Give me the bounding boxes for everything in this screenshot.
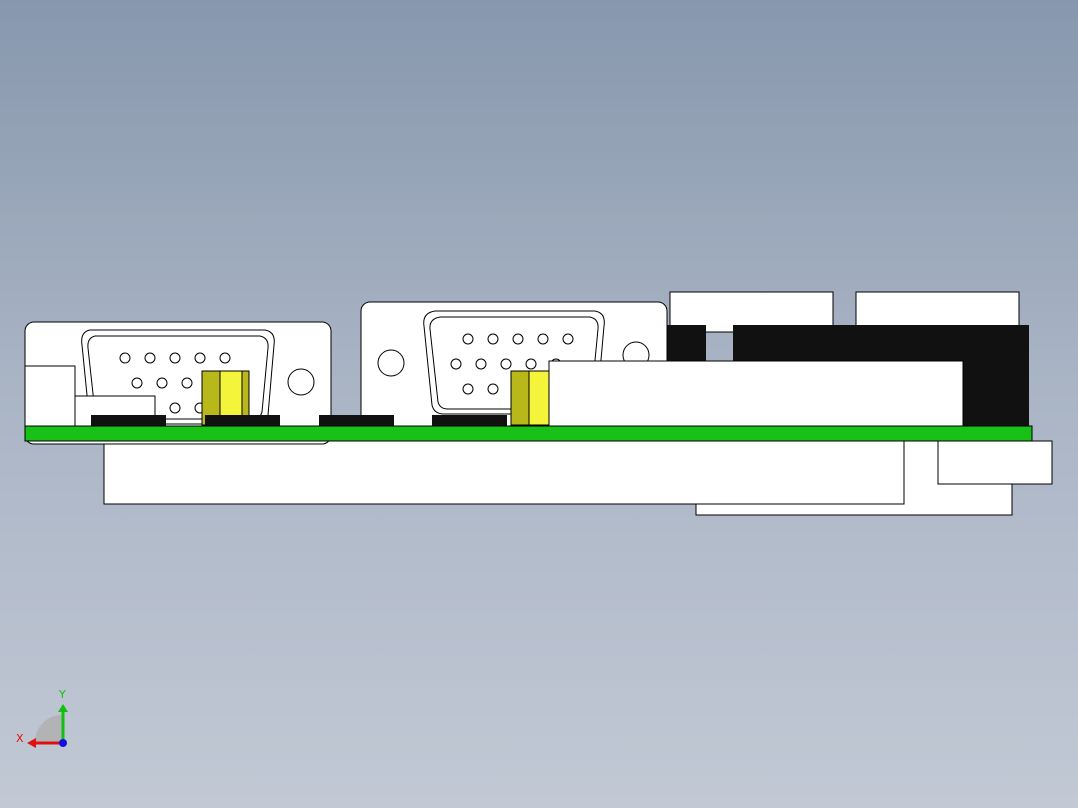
large-block-right[interactable] — [548, 360, 964, 427]
coordinate-triad — [27, 704, 68, 748]
pin-row-1 — [462, 333, 574, 345]
x-axis-label: X — [16, 732, 24, 745]
side-block-left[interactable] — [24, 365, 76, 427]
yellow-component-left[interactable] — [201, 370, 250, 426]
smd-chip-3[interactable] — [319, 415, 394, 426]
y-axis-label: Y — [59, 688, 66, 701]
pin-row-1 — [119, 352, 231, 364]
pin-row-2 — [131, 377, 193, 389]
bottom-block-left[interactable] — [103, 440, 905, 505]
smd-chip-2[interactable] — [205, 415, 280, 426]
bottom-block-small[interactable] — [937, 440, 1053, 485]
smd-chip-1[interactable] — [91, 415, 166, 426]
pcb-board[interactable] — [24, 425, 1033, 442]
yellow-component-right[interactable] — [510, 370, 550, 426]
pin-row-3 — [462, 383, 499, 395]
smd-chip-4[interactable] — [432, 415, 507, 426]
